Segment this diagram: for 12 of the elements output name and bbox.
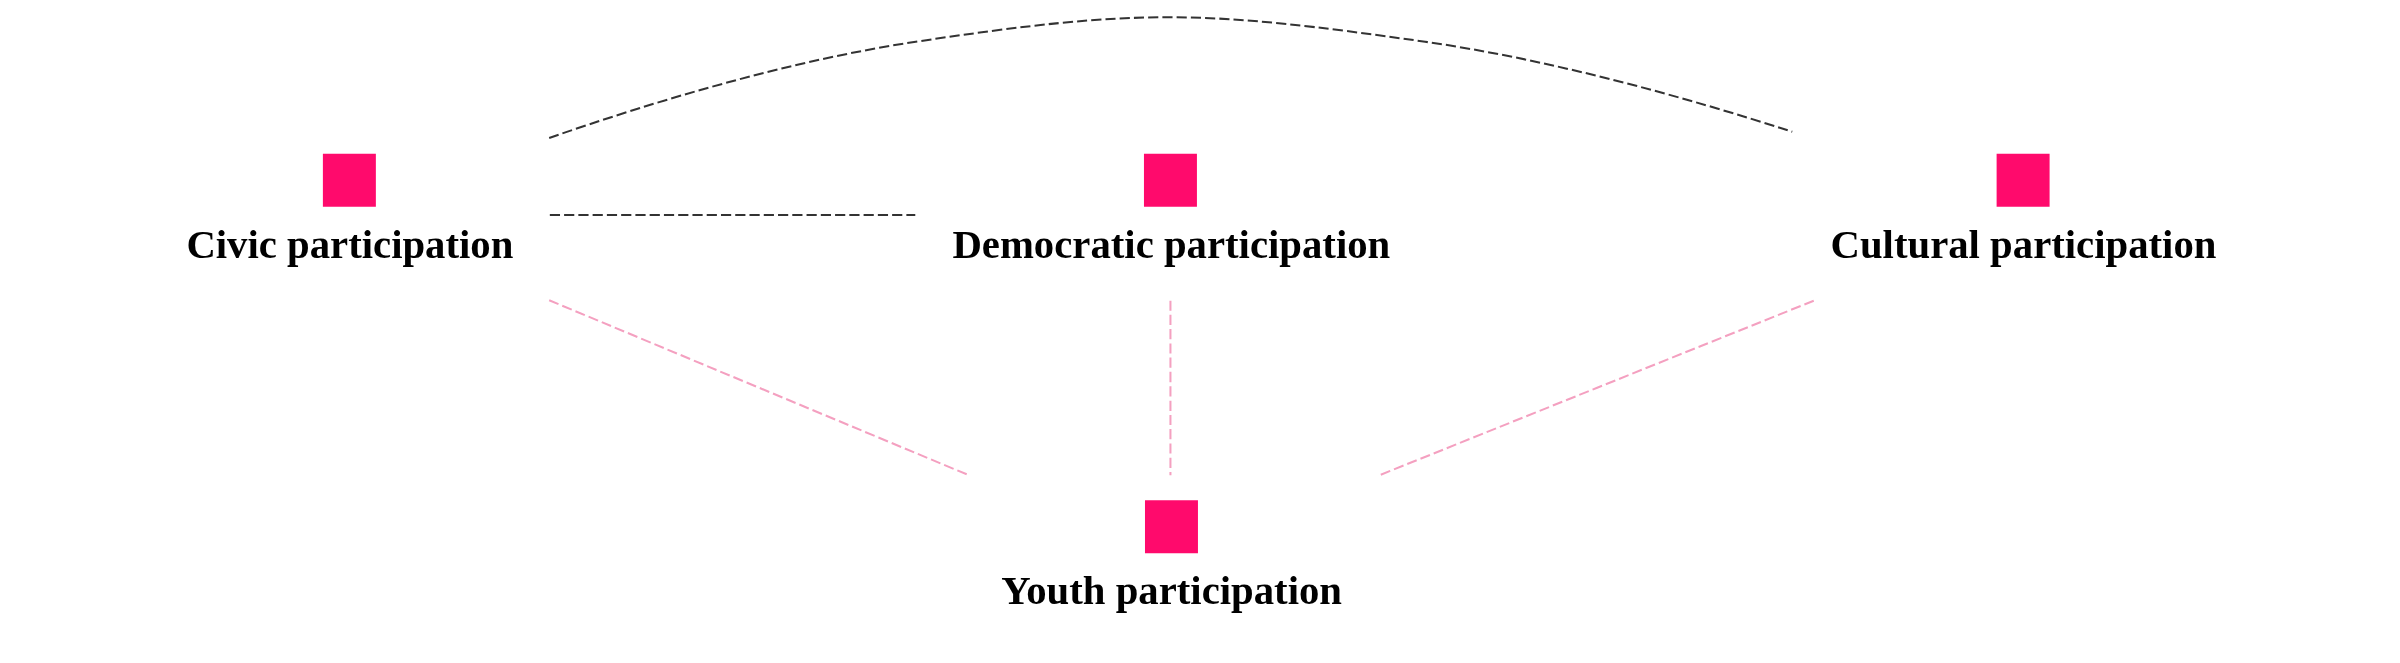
node-box xyxy=(1143,153,1197,207)
connector xyxy=(549,213,915,216)
node-label: Youth participation xyxy=(1000,567,1342,613)
node-label: Cultural participation xyxy=(1830,221,2216,267)
connector xyxy=(548,298,970,476)
connector xyxy=(1168,300,1171,475)
connector xyxy=(548,15,1793,139)
node-box xyxy=(322,153,376,207)
node-box xyxy=(1144,499,1198,553)
node-label: Civic participation xyxy=(185,221,513,267)
node-box xyxy=(1996,153,2050,207)
node-label: Democratic participation xyxy=(951,221,1390,267)
